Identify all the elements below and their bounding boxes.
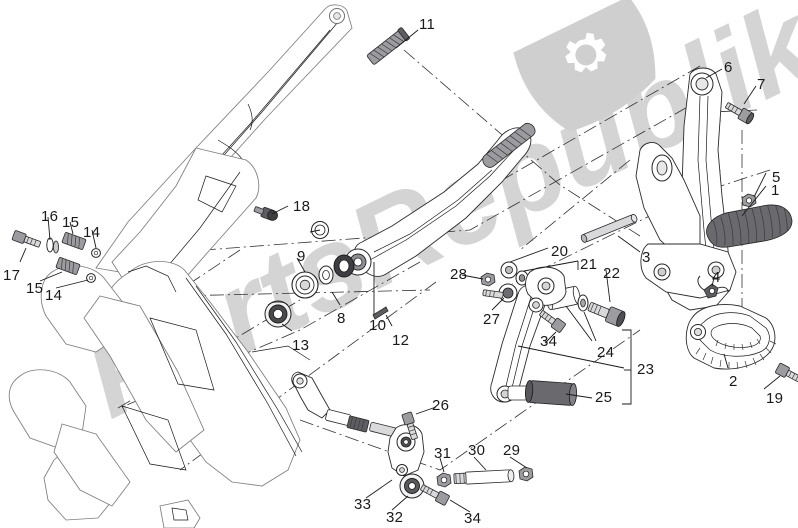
callout-7: 7 [757, 76, 766, 93]
callout-14-lower: 14 [45, 287, 63, 304]
callout-8: 8 [337, 310, 346, 327]
callout-5: 5 [772, 169, 781, 186]
callout-4: 4 [712, 269, 721, 286]
part-15-spacer-lower [55, 257, 81, 275]
leader-lines [19, 29, 781, 513]
callout-23: 23 [637, 361, 655, 378]
part-8-bearing [291, 271, 319, 299]
callout-27: 27 [483, 311, 501, 328]
part-2-footrest-peg [685, 304, 777, 370]
callout-13: 13 [292, 337, 310, 354]
part-28-nut [480, 272, 496, 287]
callout-29: 29 [503, 442, 521, 459]
part-14-oring-lower [86, 273, 96, 283]
callout-15-upper: 15 [62, 214, 80, 231]
callout-17: 17 [3, 267, 21, 284]
part-5-nut [741, 193, 757, 208]
part-34-bolt-upper [539, 310, 566, 333]
part-13-bush-mount [264, 300, 292, 328]
part-34-bolt-lower [420, 484, 450, 506]
callout-12: 12 [392, 332, 410, 349]
callout-32: 32 [386, 509, 404, 526]
callout-1: 1 [771, 182, 780, 199]
callout-24: 24 [597, 344, 615, 361]
callout-34-upper: 34 [540, 333, 558, 350]
part-27-ball-joint [482, 283, 518, 303]
callout-18: 18 [293, 198, 311, 215]
part-17-bolt [11, 230, 41, 248]
callout-26: 26 [432, 397, 450, 414]
callout-10: 10 [369, 317, 387, 334]
part-32-rod-end-bearing [399, 473, 425, 499]
part-21-washer-small [515, 270, 529, 286]
part-25-rubber-sleeve [524, 380, 578, 406]
part-6-footrest-bracket [635, 67, 737, 311]
callout-30: 30 [468, 442, 486, 459]
part-16-washer [46, 237, 60, 254]
callout-16: 16 [41, 208, 59, 225]
part-11-spring-pin [366, 27, 410, 65]
part-4-spring-clip [697, 275, 729, 299]
callout-34-lower: 34 [464, 510, 482, 527]
part-1-rubber-pad [706, 204, 793, 248]
part-29-nut [518, 466, 534, 482]
callout-9: 9 [297, 248, 306, 265]
callout-6: 6 [724, 59, 733, 76]
watermark-gear-logo [513, 0, 656, 132]
part-20-washer [500, 261, 518, 279]
callout-3: 3 [642, 249, 651, 266]
callout-14-upper: 14 [83, 224, 101, 241]
motorcycle-subframe [8, 4, 353, 528]
callout-19: 19 [766, 390, 784, 407]
part-19-screw [775, 362, 798, 383]
callout-11: 11 [419, 16, 436, 33]
callout-33: 33 [354, 496, 372, 513]
part-22-pivot-bolt [587, 302, 626, 327]
part-14-oring-upper [91, 248, 101, 258]
callout-25: 25 [595, 389, 613, 406]
part-15-spacer-upper [61, 232, 87, 250]
part-24-washer [577, 294, 589, 312]
gear-change-lever [344, 122, 536, 277]
callout-21: 21 [580, 256, 598, 273]
callout-31: 31 [434, 445, 452, 462]
callout-20: 20 [551, 243, 569, 260]
part-7-socket-bolt [725, 102, 755, 125]
callout-15-lower: 15 [26, 280, 44, 297]
part-31-nut [436, 472, 452, 488]
callout-28: 28 [450, 266, 468, 283]
callout-22: 22 [603, 265, 621, 282]
part-26-screw [401, 411, 418, 440]
part-12-shim [372, 306, 389, 320]
part-18-plug-screw [253, 206, 278, 221]
callout-2: 2 [729, 373, 738, 390]
part-3-pivot-pin [580, 214, 638, 243]
part-30-adjuster-rod [453, 469, 515, 485]
